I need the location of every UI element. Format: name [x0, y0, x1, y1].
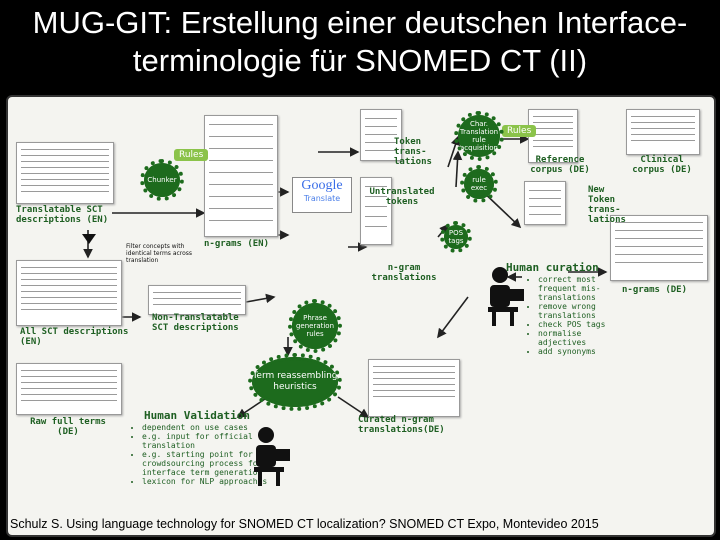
ngrams-de-doc: [610, 215, 708, 281]
clinical-corpus-doc: [626, 109, 700, 155]
rule-exec-label: rule exec: [470, 176, 488, 192]
validation-item: dependent on use cases: [142, 423, 272, 432]
slide-title: MUG-GIT: Erstellung einer deutschen Inte…: [32, 5, 688, 78]
token-translations-doc: [360, 109, 402, 161]
ngram-translations-label: n-gram translations: [371, 263, 437, 283]
chunker-label: Chunker: [147, 176, 177, 184]
curation-item: remove wrong translations: [538, 302, 628, 320]
validation-item: lexicon for NLP approaches: [142, 477, 272, 486]
all-sct-doc: [16, 260, 122, 326]
term-reassembling-label: Term reassembling heuristics: [252, 371, 338, 392]
human-validation-heading: Human Validation: [144, 409, 250, 422]
translate-text: Translate: [303, 194, 341, 203]
rule-exec-gear: rule exec: [460, 165, 498, 203]
non-translatable-doc: [148, 285, 246, 315]
curation-item: check POS tags: [538, 320, 628, 329]
validator-figure-icon: [254, 427, 290, 486]
human-curation-heading: Human curation: [506, 261, 599, 274]
pos-tags-label: POS tags: [448, 229, 464, 245]
raw-full-doc: [16, 363, 122, 415]
ngrams-en-label: n-grams (EN): [204, 239, 270, 249]
curated-doc: [368, 359, 460, 417]
reference-corpus-doc: [528, 109, 578, 163]
phrase-generation-label: Phrase generation rules: [295, 314, 335, 338]
char-translation-label: Char. Translation rule acquisition: [459, 120, 499, 152]
ngrams-de-label: n-grams (DE): [622, 285, 688, 295]
untranslated-doc: [360, 177, 392, 245]
ngrams-en-doc: [204, 115, 278, 237]
google-translate-logo: Google Translate: [292, 177, 352, 213]
new-token-label: New Token trans-lations: [588, 185, 626, 225]
rules-badge-left: Rules: [174, 149, 209, 161]
term-reassembling-gear: Term reassembling heuristics: [248, 353, 342, 411]
clinical-corpus-label: Clinical corpus (DE): [632, 155, 692, 175]
diagram-panel: Google Translate Translatable SCT descri…: [6, 95, 716, 537]
phrase-generation-gear: Phrase generation rules: [288, 299, 342, 353]
token-translations-label: Token trans-lations: [394, 137, 432, 167]
validation-item: e.g. input for official translation: [142, 432, 272, 450]
curated-label: Curated n-gram translations(DE): [358, 415, 445, 435]
citation-footer: Schulz S. Using language technology for …: [10, 517, 599, 531]
filter-funnel-icon: [82, 234, 96, 244]
untranslated-label: Untranslated tokens: [369, 187, 435, 207]
pos-tags-gear: POS tags: [440, 221, 472, 253]
connector-arrows: [83, 134, 608, 418]
filter-label: Filter concepts with identical terms acr…: [126, 243, 193, 264]
human-curation-list: correct most frequent mis-translations r…: [528, 275, 628, 356]
chunker-gear: Chunker: [140, 159, 184, 201]
curation-item: normalise adjectives: [538, 329, 628, 347]
translatable-label: Translatable SCT descriptions (EN): [16, 205, 109, 225]
curator-figure-icon: [488, 267, 524, 326]
human-validation-list: dependent on use cases e.g. input for of…: [132, 423, 272, 486]
all-sct-label: All SCT descriptions (EN): [20, 327, 129, 347]
google-text: Google: [301, 178, 343, 193]
translatable-doc: [16, 142, 114, 204]
validation-item: e.g. starting point for crowdsourcing pr…: [142, 450, 272, 477]
non-translatable-label: Non-Translatable SCT descriptions: [152, 313, 239, 333]
raw-full-label: Raw full terms (DE): [30, 417, 106, 437]
char-translation-gear: Char. Translation rule acquisition: [454, 111, 504, 161]
rules-badge-right: Rules: [502, 125, 537, 137]
new-token-doc: [524, 181, 566, 225]
reference-corpus-label: Reference corpus (DE): [530, 155, 590, 175]
curation-item: add synonyms: [538, 347, 628, 356]
curation-item: correct most frequent mis-translations: [538, 275, 628, 302]
